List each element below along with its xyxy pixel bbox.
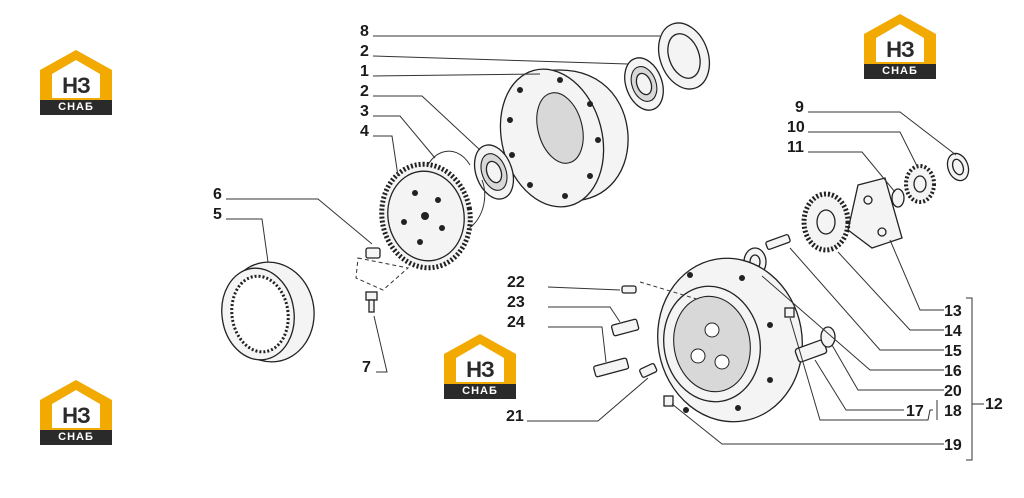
part-22-dowel <box>621 285 637 294</box>
callout-3: 3 <box>360 103 369 120</box>
part-21-bolt <box>639 363 658 378</box>
callout-21: 21 <box>506 408 524 425</box>
callout-11: 11 <box>787 139 804 156</box>
part-15-pins <box>765 234 791 250</box>
part-4-planet-carrier <box>379 161 473 271</box>
callout-17: 17 <box>906 403 924 420</box>
part-8-seal <box>657 22 711 90</box>
callout-10: 10 <box>787 119 805 136</box>
logo-sub-text: СНАБ <box>882 65 918 77</box>
callout-2: 2 <box>360 83 369 100</box>
brand-logo-watermark: НЗ СНАБ <box>38 48 114 116</box>
callout-15: 15 <box>944 343 962 360</box>
part-bracket-plate <box>847 177 903 249</box>
callout-20: 20 <box>944 383 962 400</box>
callout-19: 19 <box>944 437 962 454</box>
callout-5: 5 <box>213 206 222 223</box>
callout-8: 8 <box>360 23 369 40</box>
callout-24: 24 <box>507 314 525 331</box>
part-10-small-gear <box>904 164 936 204</box>
callout-16: 16 <box>944 363 962 380</box>
callout-2: 2 <box>360 43 369 60</box>
callout-9: 9 <box>795 99 804 116</box>
logo-sub-text: СНАБ <box>58 101 94 113</box>
part-19-bolt <box>663 395 674 407</box>
callout-6: 6 <box>213 186 222 203</box>
part-9-washer <box>946 152 970 182</box>
part-20-o-ring <box>820 326 836 348</box>
callout-14: 14 <box>944 323 962 340</box>
logo-main-text: НЗ <box>62 403 91 428</box>
part-6-bolt <box>365 247 381 259</box>
logo-main-text: НЗ <box>886 37 915 62</box>
brand-logo-watermark: НЗ СНАБ <box>862 12 938 80</box>
brand-logo-watermark: НЗ СНАБ <box>38 378 114 446</box>
callout-23: 23 <box>507 294 525 311</box>
callout-18: 18 <box>944 403 962 420</box>
part-18-small-bolt <box>784 307 795 318</box>
part-2-bearing-upper <box>624 57 664 111</box>
leader-lines <box>226 35 984 461</box>
callout-12: 12 <box>985 396 1003 413</box>
brand-logo-watermark: НЗ СНАБ <box>442 332 518 400</box>
logo-main-text: НЗ <box>62 73 91 98</box>
callout-13: 13 <box>944 303 962 320</box>
part-5-ring-gear <box>221 261 315 363</box>
logo-sub-text: СНАБ <box>58 431 94 443</box>
part-24-long-stud <box>593 357 630 378</box>
part-23-stud <box>610 318 640 337</box>
callout-22: 22 <box>507 274 525 291</box>
callout-1: 1 <box>360 63 369 80</box>
logo-main-text: НЗ <box>466 357 495 382</box>
part-14-planet-gear <box>801 191 851 253</box>
part-7-screw <box>365 291 378 313</box>
logo-sub-text: СНАБ <box>462 385 498 397</box>
part-11-small-ring <box>891 188 905 208</box>
callout-7: 7 <box>362 359 371 376</box>
callout-labels: 8 2 1 2 3 4 6 5 7 9 10 11 22 23 24 21 13… <box>213 23 1003 454</box>
part-1-hub-housing <box>499 68 629 208</box>
callout-4: 4 <box>360 123 369 140</box>
part-12-spindle-flange <box>657 257 803 423</box>
